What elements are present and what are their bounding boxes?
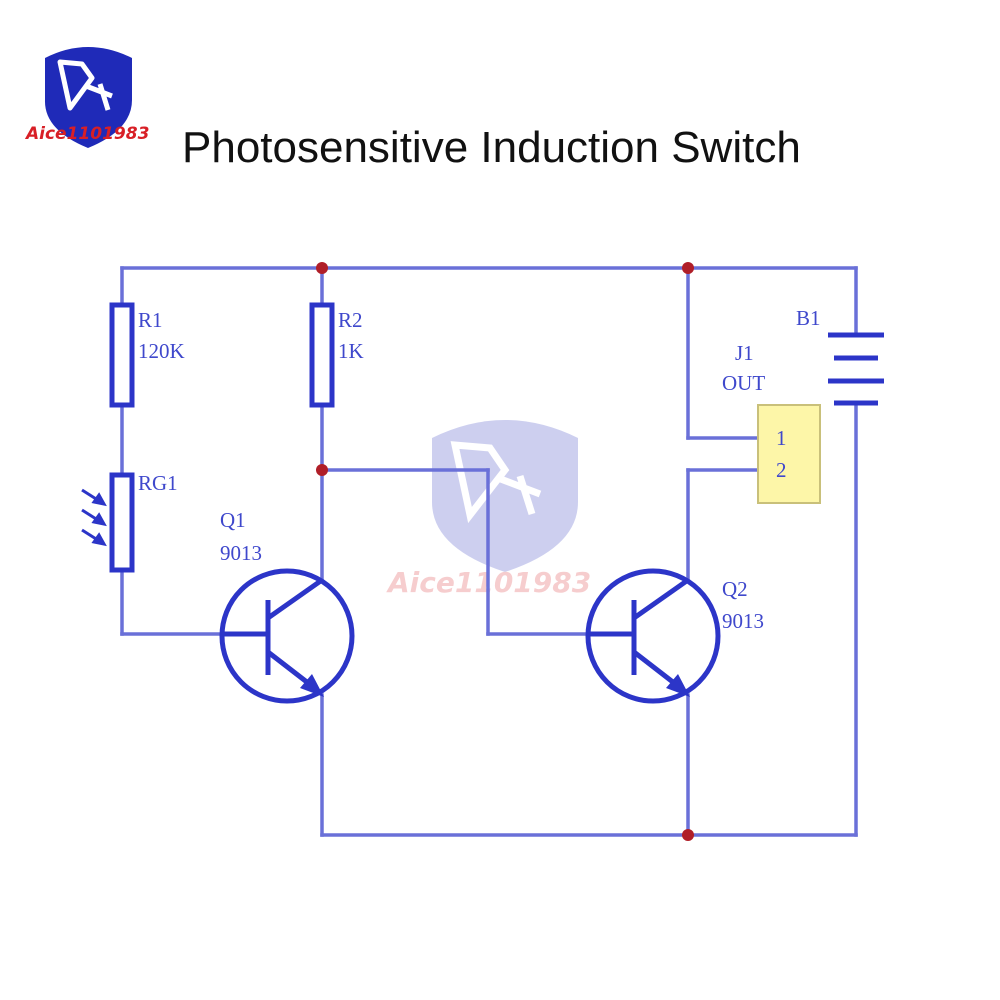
resistor-r2-body — [309, 302, 335, 408]
transistor-q1: Q1 9013 — [219, 508, 355, 704]
connector-j1-body — [757, 404, 821, 504]
resistor-r1-body — [109, 302, 135, 408]
q2-value-label: 9013 — [722, 609, 764, 633]
j1-pin1-label: 1 — [776, 426, 787, 450]
q1-ref-label: Q1 — [220, 508, 246, 532]
watermark-shield-icon — [432, 420, 578, 572]
transistor-q1-emitter-lead — [266, 650, 314, 688]
watermark-mark-icon — [450, 441, 542, 524]
junction-dot — [682, 829, 694, 841]
r2-ref-label: R2 — [338, 308, 363, 332]
r1-ref-label: R1 — [138, 308, 163, 332]
transistor-q2-collector-lead — [632, 577, 690, 621]
transistor-q1-collector-lead — [266, 577, 324, 621]
photoresistor-rg1: RG1 — [81, 471, 178, 573]
page-title: Photosensitive Induction Switch — [182, 123, 801, 172]
logo-mark-icon — [57, 59, 113, 111]
transistor-q2: Q2 9013 — [585, 568, 764, 704]
wires — [120, 266, 858, 837]
transistor-q2-emitter-arrow-icon — [666, 674, 690, 697]
j1-ref-label: J1 — [735, 341, 754, 365]
junction-dot — [316, 262, 328, 274]
q1-value-label: 9013 — [220, 541, 262, 565]
junctions — [316, 262, 694, 841]
logo-shield-icon — [44, 47, 132, 148]
r1-value-label: 120K — [138, 339, 185, 363]
light-arrows-icon — [81, 488, 107, 547]
junction-dot — [682, 262, 694, 274]
rg1-ref-label: RG1 — [138, 471, 178, 495]
transistor-q2-circle — [585, 568, 721, 704]
r2-value-label: 1K — [338, 339, 364, 363]
q2-ref-label: Q2 — [722, 577, 748, 601]
photoresistor-rg1-body — [109, 472, 135, 573]
j1-pin2-label: 2 — [776, 458, 787, 482]
brand-logo: Aice1101983 — [24, 47, 149, 148]
transistor-q2-emitter-lead — [632, 650, 680, 688]
b1-ref-label: B1 — [796, 306, 821, 330]
resistor-r1: R1 120K — [109, 302, 185, 408]
resistor-r2: R2 1K — [309, 302, 364, 408]
junction-dot — [316, 464, 328, 476]
logo-brand-text: Aice1101983 — [24, 124, 149, 144]
j1-value-label: OUT — [722, 371, 765, 395]
transistor-q1-emitter-arrow-icon — [300, 674, 324, 697]
battery-b1: B1 — [796, 306, 884, 406]
connector-j1: 1 2 J1 OUT — [722, 341, 821, 504]
